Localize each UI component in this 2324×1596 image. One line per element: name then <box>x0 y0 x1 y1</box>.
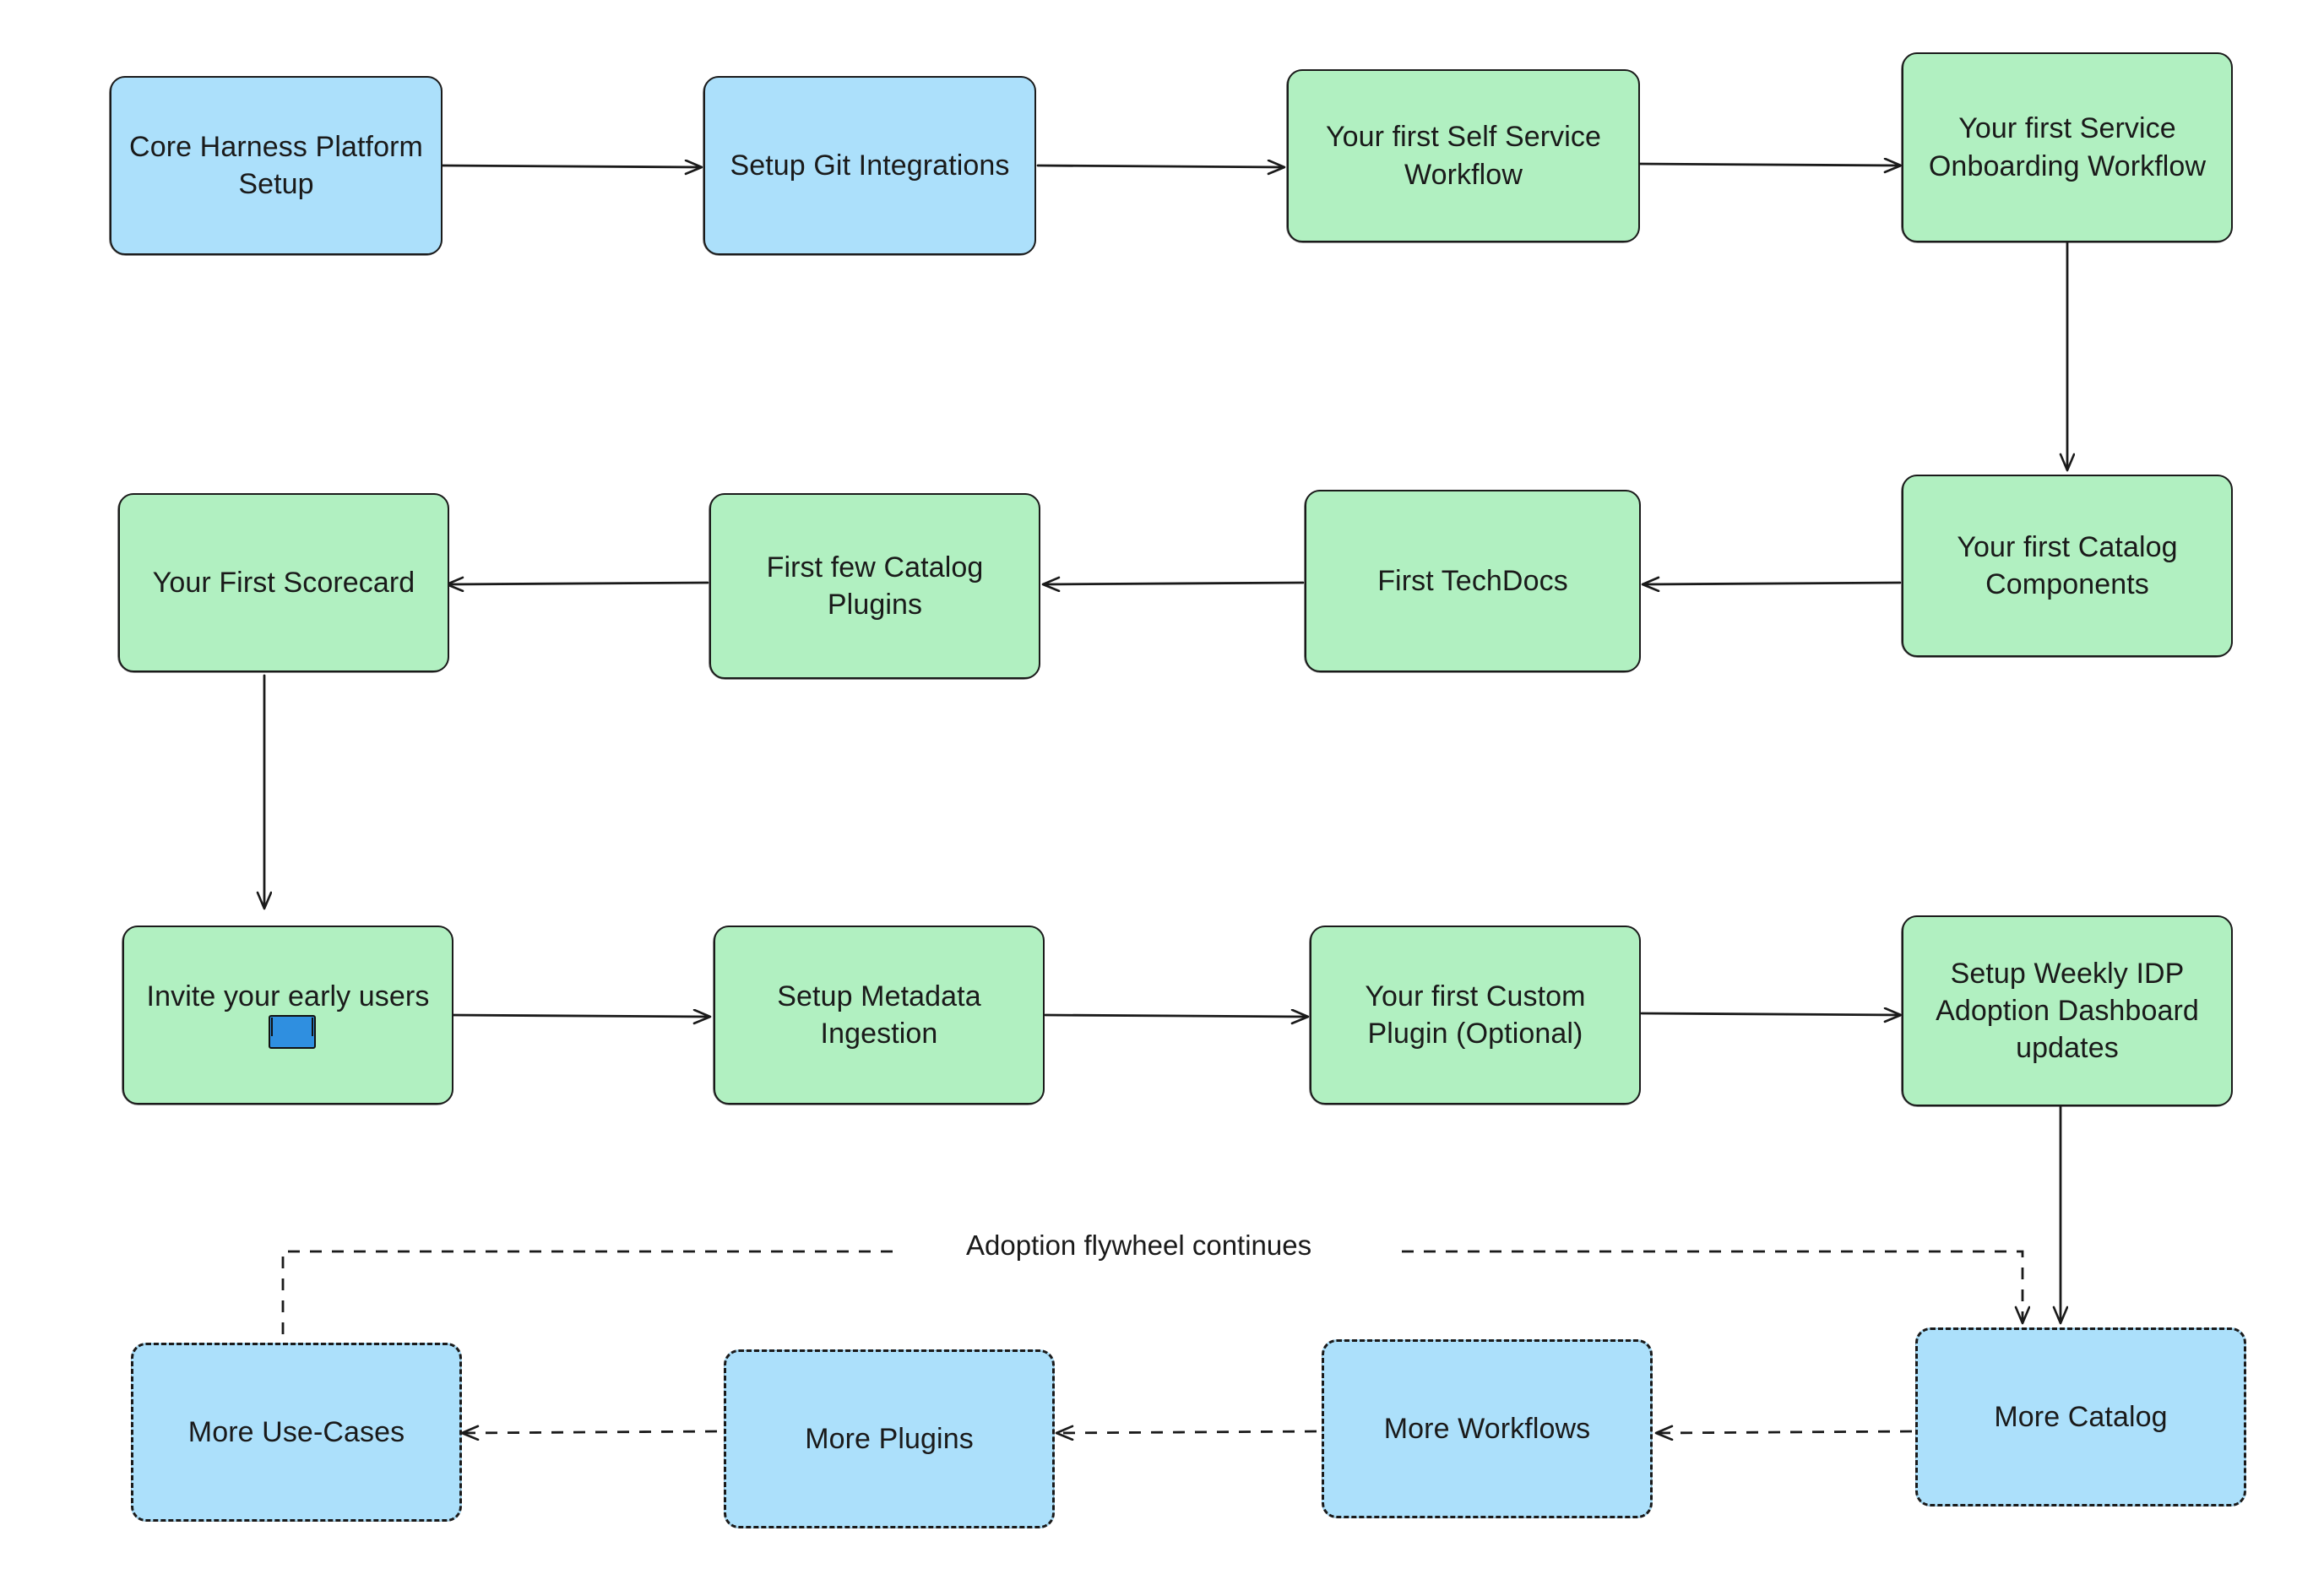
edge-morecatalog-to-moreworkflows <box>1657 1431 1913 1433</box>
node-label: Setup Weekly IDP Adoption Dashboard upda… <box>1936 957 2199 1065</box>
node-label: Your First Scorecard <box>152 566 415 599</box>
node-label: More Plugins <box>805 1422 974 1455</box>
node-label: First few Catalog Plugins <box>766 551 984 621</box>
node-label: Your first Self Service Workflow <box>1325 121 1602 191</box>
edge-plugins-to-scorecard <box>448 583 709 584</box>
edge-label-text: Adoption flywheel continues <box>966 1230 1312 1261</box>
node-more-plugins[interactable]: More Plugins <box>724 1349 1055 1528</box>
edge-moreworkflows-to-moreplugins <box>1057 1431 1317 1433</box>
edge-core-to-git <box>441 166 701 167</box>
node-label: More Workflows <box>1383 1412 1591 1445</box>
edge-flywheel-loop <box>281 1250 2023 1334</box>
node-more-workflows[interactable]: More Workflows <box>1322 1339 1653 1518</box>
node-your-first-self-service-workflow[interactable]: Your first Self Service Workflow <box>1286 69 1640 243</box>
node-more-use-cases[interactable]: More Use-Cases <box>131 1343 462 1522</box>
edge-git-to-selfservice <box>1036 166 1284 167</box>
node-more-catalog[interactable]: More Catalog <box>1915 1327 2246 1506</box>
edge-moreplugins-to-moreusecases <box>463 1431 718 1433</box>
node-setup-metadata-ingestion[interactable]: Setup Metadata Ingestion <box>713 926 1045 1105</box>
node-your-first-catalog-components[interactable]: Your first Catalog Components <box>1901 475 2233 658</box>
node-your-first-scorecard[interactable]: Your First Scorecard <box>117 493 449 673</box>
node-your-first-custom-plugin[interactable]: Your first Custom Plugin (Optional) <box>1309 926 1641 1105</box>
node-label-text: Invite your early users <box>146 980 430 1012</box>
node-label: Setup Metadata Ingestion <box>777 980 981 1050</box>
envelope-icon <box>269 1015 316 1049</box>
node-setup-weekly-idp-adoption-dashboard-updates[interactable]: Setup Weekly IDP Adoption Dashboard upda… <box>1901 915 2233 1107</box>
node-core-harness-platform-setup[interactable]: Core Harness Platform Setup <box>109 76 443 256</box>
node-label: Invite your early users <box>136 978 440 1052</box>
node-invite-your-early-users[interactable]: Invite your early users <box>122 926 453 1105</box>
node-label: Setup Git Integrations <box>730 149 1010 182</box>
edge-techdocs-to-catalogplugins <box>1044 583 1305 584</box>
node-first-few-catalog-plugins[interactable]: First few Catalog Plugins <box>709 493 1040 680</box>
node-label: Core Harness Platform Setup <box>129 130 423 200</box>
node-label: Your first Catalog Components <box>1957 530 2178 600</box>
node-label: First TechDocs <box>1377 564 1568 597</box>
node-label: More Catalog <box>1994 1400 2168 1433</box>
edge-catalogcomponents-to-techdocs <box>1643 583 1902 584</box>
edge-label-adoption-flywheel-continues: Adoption flywheel continues <box>954 1230 1324 1262</box>
node-label: More Use-Cases <box>187 1415 405 1448</box>
node-your-first-service-onboarding-workflow[interactable]: Your first Service Onboarding Workflow <box>1901 52 2233 243</box>
edge-customplugin-to-dashboard <box>1640 1013 1900 1015</box>
node-setup-git-integrations[interactable]: Setup Git Integrations <box>703 76 1036 256</box>
edge-selfservice-to-onboarding <box>1636 164 1900 166</box>
edge-invite-to-metadata <box>448 1015 709 1017</box>
edge-metadata-to-customplugin <box>1044 1015 1307 1017</box>
node-label: Your first Service Onboarding Workflow <box>1928 112 2207 182</box>
node-first-techdocs[interactable]: First TechDocs <box>1304 490 1641 673</box>
node-label: Your first Custom Plugin (Optional) <box>1365 980 1586 1050</box>
